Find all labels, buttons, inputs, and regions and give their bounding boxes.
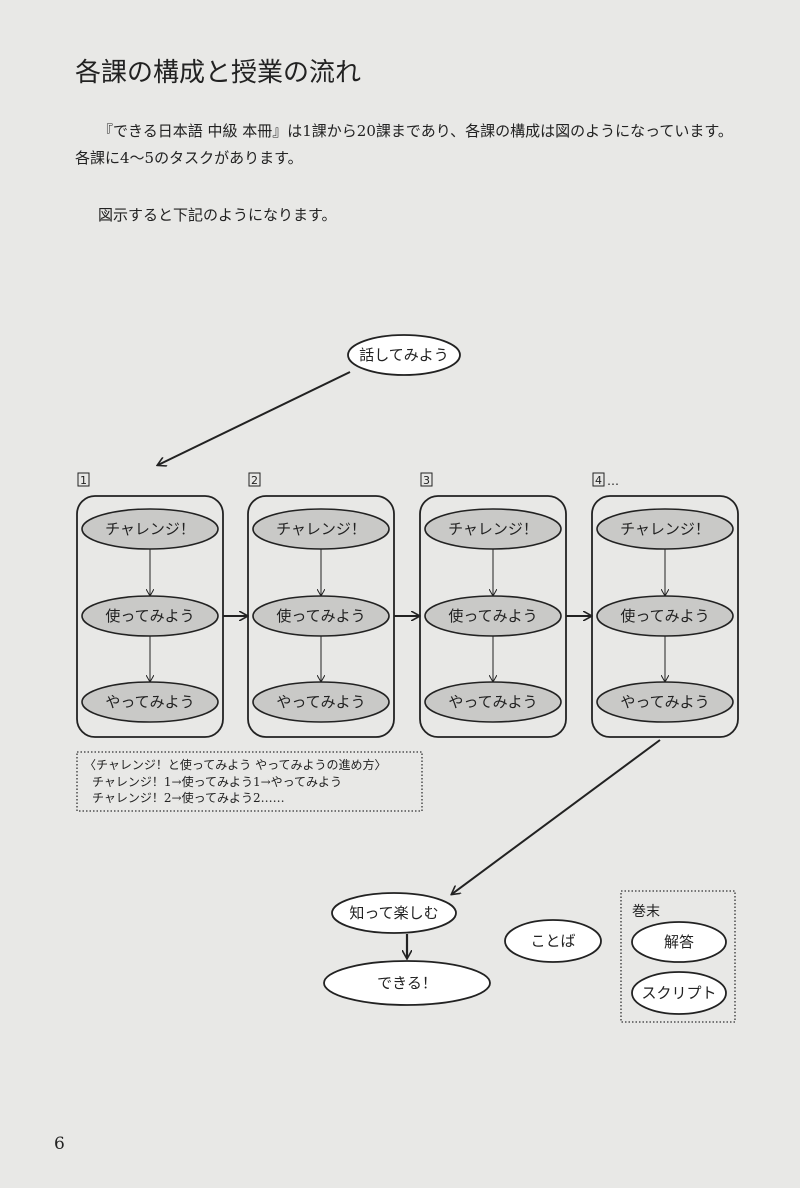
dekiru-node: できる！ — [323, 960, 491, 1006]
dekiru-label: できる！ — [377, 974, 437, 992]
task-label: やってみよう — [105, 693, 194, 711]
kotoba-node: ことば — [504, 919, 602, 963]
column-number: 4 — [595, 474, 602, 487]
paragraph: 各課に4～5のタスクがあります。 — [75, 149, 303, 167]
arrow — [158, 371, 351, 465]
task-node — [424, 681, 562, 723]
note-line: チャレンジ！2→使ってみよう2…… — [92, 790, 285, 805]
column-number-suffix: … — [607, 474, 619, 488]
column-number: 1 — [80, 474, 87, 487]
kotoba-label: ことば — [530, 932, 575, 950]
page-title: 各課の構成と授業の流れ — [75, 58, 362, 88]
arrow — [452, 739, 661, 894]
number-box — [248, 472, 261, 487]
paragraph: 図示すると下記のようになります。 — [98, 206, 337, 224]
note-heading: 〈チャレンジ！と使ってみよう やってみようの進め方〉 — [84, 757, 387, 772]
task-node — [81, 681, 219, 723]
task-label: 使ってみよう — [620, 607, 709, 625]
column-number: 3 — [423, 474, 430, 487]
task-label: 使ってみよう — [105, 607, 194, 625]
task-label: チャレンジ！ — [448, 520, 538, 538]
start-node-label: 話してみよう — [359, 346, 449, 364]
column-number: 2 — [251, 474, 258, 487]
answers-label: 解答 — [664, 933, 694, 951]
column-frame — [591, 495, 739, 738]
number-box — [77, 472, 90, 487]
note-line: チャレンジ！1→使ってみよう1→やってみよう — [92, 774, 342, 789]
shitte-node: 知って楽しむ — [331, 892, 457, 934]
start-node: 話してみよう — [347, 334, 461, 376]
kanmatsu-label: 巻末 — [632, 904, 660, 920]
task-label: チャレンジ！ — [105, 520, 195, 538]
task-label: チャレンジ！ — [620, 520, 710, 538]
task-label: やってみよう — [620, 693, 709, 711]
shitte-label: 知って楽しむ — [349, 904, 438, 922]
note-box: 〈チャレンジ！と使ってみよう やってみようの進め方〉 チャレンジ！1→使ってみよ… — [76, 751, 423, 812]
number-box — [592, 472, 605, 487]
task-label: やってみよう — [448, 693, 537, 711]
task-label: チャレンジ！ — [276, 520, 366, 538]
task-node — [252, 681, 390, 723]
number-box — [420, 472, 433, 487]
kanmatsu-box: 巻末 解答 スクリプト — [620, 890, 736, 1023]
task-node — [596, 681, 734, 723]
task-label: 使ってみよう — [276, 607, 365, 625]
task-label: やってみよう — [276, 693, 365, 711]
page-number: 6 — [54, 1134, 65, 1154]
task-label: 使ってみよう — [448, 607, 537, 625]
script-label: スクリプト — [641, 984, 716, 1002]
paragraph: 『できる日本語 中級 本冊』は1課から20課まであり、各課の構成は図のようになっ… — [98, 122, 733, 140]
